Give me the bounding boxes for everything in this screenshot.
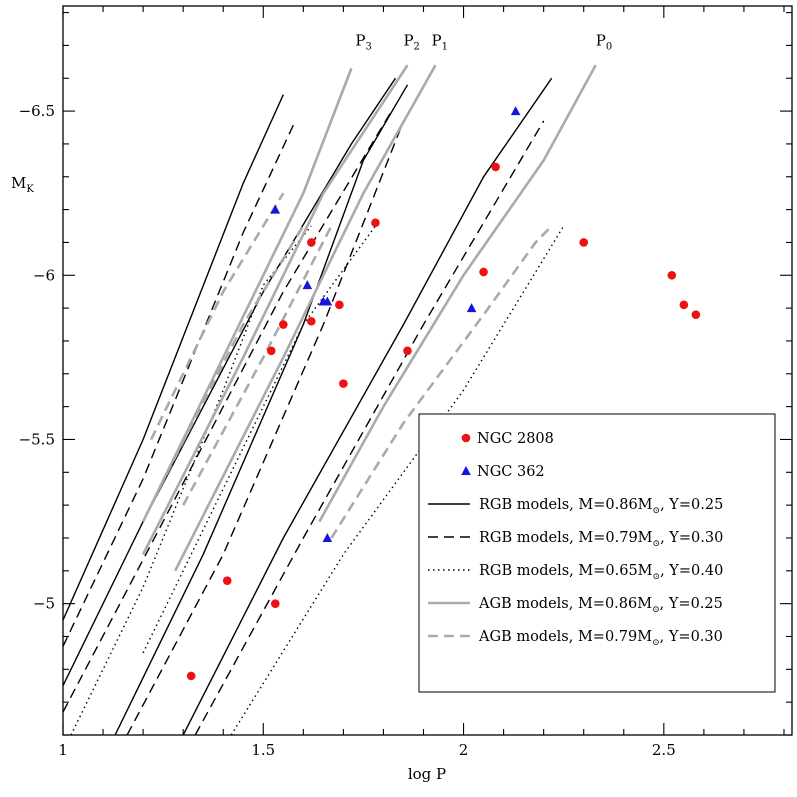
- point-1-3: [322, 296, 333, 306]
- point-1-5: [510, 106, 521, 116]
- model-curve-17: [182, 225, 333, 506]
- y-axis-title: MK: [11, 174, 34, 195]
- sequence-label-main: P: [596, 31, 606, 49]
- y-tick-label: −6.5: [19, 102, 55, 120]
- x-axis-title: log P: [408, 765, 446, 783]
- model-curve-5: [63, 110, 393, 713]
- legend-marker-1: [461, 466, 471, 475]
- point-0-2: [491, 162, 500, 172]
- point-0-1: [307, 238, 316, 247]
- sequence-label-1: P2: [403, 31, 419, 52]
- data-points: [186, 106, 701, 681]
- point-1-6: [322, 532, 333, 542]
- legend-label-suffix: , Y=0.25: [660, 596, 723, 612]
- point-1-4: [466, 303, 477, 313]
- point-0-0: [371, 218, 380, 228]
- point-0-7: [266, 346, 276, 356]
- point-0-13: [691, 310, 701, 319]
- y-axis-title-sub: K: [26, 184, 34, 195]
- plot-frame: [62, 5, 793, 736]
- point-0-3: [579, 238, 589, 247]
- sequence-label-sub: 2: [414, 41, 420, 52]
- y-tick-label: −6: [33, 266, 55, 284]
- legend-box: [418, 413, 776, 693]
- legend-label-main: RGB models, M=0.86M: [479, 497, 653, 513]
- y-tick-label: −5: [33, 595, 55, 613]
- legend-marker-0: [461, 433, 471, 443]
- model-curve-12: [141, 64, 409, 555]
- legend-label-6: AGB models, M=0.79M⊙, Y=0.30: [478, 629, 723, 648]
- model-curve-3: [182, 77, 553, 735]
- point-0-10: [479, 267, 488, 277]
- legend-label-suffix: , Y=0.40: [660, 563, 723, 579]
- point-0-14: [222, 576, 232, 585]
- point-0-12: [679, 300, 689, 310]
- legend-label-sun: ⊙: [653, 539, 661, 549]
- model-curve-13: [174, 64, 437, 572]
- model-curve-6: [126, 120, 405, 735]
- legend-label-1: NGC 362: [477, 464, 545, 480]
- point-0-9: [403, 346, 412, 356]
- legend-label-4: RGB models, M=0.65M⊙, Y=0.40: [479, 563, 723, 582]
- legend-label-main: NGC 362: [477, 464, 545, 480]
- legend-label-sun: ⊙: [652, 605, 660, 615]
- sequence-label-2: P1: [432, 31, 448, 52]
- legend-label-sun: ⊙: [653, 506, 661, 516]
- legend-label-3: RGB models, M=0.79M⊙, Y=0.30: [479, 530, 723, 549]
- point-0-16: [186, 671, 196, 681]
- point-0-5: [279, 320, 288, 329]
- model-curve-10: [230, 225, 565, 735]
- legend-label-main: AGB models, M=0.86M: [478, 596, 652, 612]
- x-tick-label: 2: [459, 741, 469, 759]
- model-curve-7: [194, 120, 545, 735]
- legend-label-5: AGB models, M=0.86M⊙, Y=0.25: [478, 596, 723, 615]
- model-curve-8: [70, 225, 312, 735]
- sequence-label-3: P0: [596, 31, 612, 52]
- sequence-label-main: P: [355, 31, 365, 49]
- point-0-6: [307, 316, 316, 326]
- legend-label-main: NGC 2808: [477, 431, 554, 447]
- legend-label-suffix: , Y=0.25: [660, 497, 723, 513]
- legend-label-suffix: , Y=0.30: [660, 530, 723, 546]
- y-tick-label: −5.5: [19, 430, 55, 448]
- y-axis-title-main: M: [11, 174, 26, 192]
- legend-label-main: AGB models, M=0.79M: [478, 629, 652, 645]
- x-tick-label: 1.5: [251, 741, 275, 759]
- point-1-1: [302, 280, 313, 290]
- legend-label-suffix: , Y=0.30: [660, 629, 723, 645]
- model-curves: [63, 64, 597, 735]
- point-0-15: [270, 599, 280, 608]
- legend-label-main: RGB models, M=0.79M: [479, 530, 653, 546]
- point-0-8: [339, 379, 348, 388]
- sequence-label-sub: 0: [606, 41, 612, 52]
- sequence-label-main: P: [403, 31, 413, 49]
- axis-ticks: 1 1.5 2 2.5 −5 −5.5 −6 −6.5: [19, 6, 792, 759]
- legend-label-sun: ⊙: [652, 638, 660, 648]
- x-tick-label: 1: [58, 741, 68, 759]
- legend-label-sun: ⊙: [653, 572, 661, 582]
- sequence-label-sub: 3: [365, 41, 371, 52]
- point-0-4: [335, 300, 344, 310]
- sequence-label-main: P: [432, 31, 442, 49]
- model-curve-14: [318, 64, 597, 523]
- x-tick-label: 2.5: [652, 741, 676, 759]
- point-0-11: [667, 270, 677, 280]
- model-curve-15: [149, 192, 285, 441]
- model-curve-9: [142, 225, 376, 654]
- sequence-label-0: P3: [355, 31, 371, 52]
- model-curve-4: [63, 120, 296, 647]
- legend-label-2: RGB models, M=0.86M⊙, Y=0.25: [479, 497, 723, 516]
- point-1-0: [270, 204, 281, 214]
- model-curve-0: [63, 94, 284, 621]
- model-curve-16: [157, 225, 305, 490]
- sequence-label-sub: 1: [442, 41, 448, 52]
- legend-label-main: RGB models, M=0.65M: [479, 563, 653, 579]
- legend-label-0: NGC 2808: [477, 431, 554, 447]
- model-curve-1: [63, 77, 397, 687]
